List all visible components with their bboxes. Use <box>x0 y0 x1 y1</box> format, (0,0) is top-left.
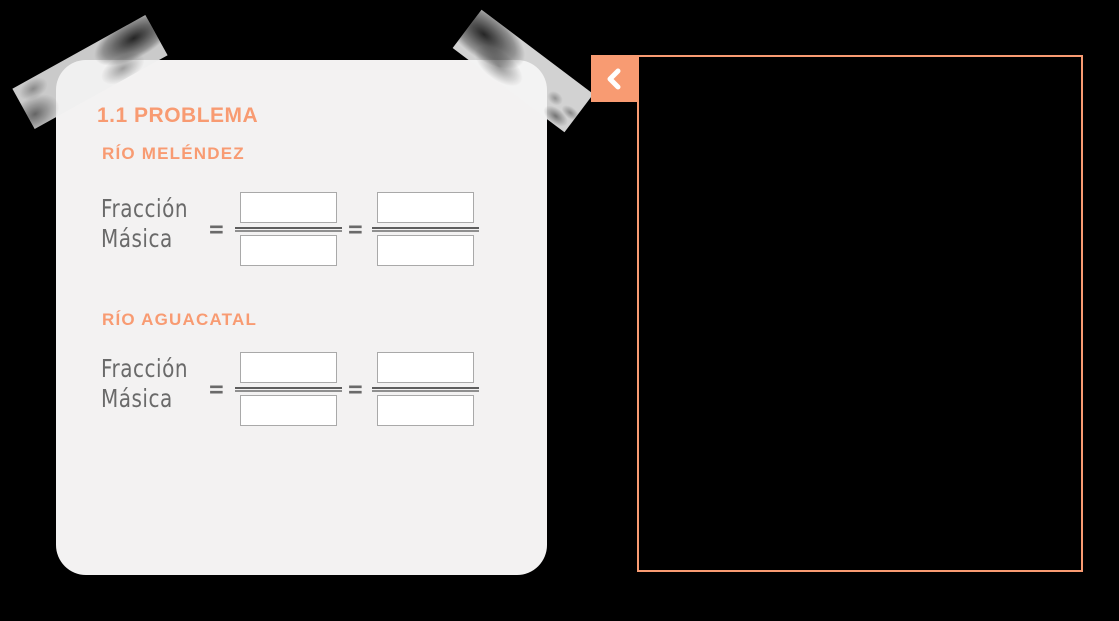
fraction-bar <box>235 387 342 392</box>
equals-sign: = <box>208 215 225 243</box>
numerator-input[interactable] <box>377 192 474 223</box>
fraction-group <box>372 192 479 266</box>
fraction-masica-label: Fracción Másica <box>101 193 211 253</box>
section-heading-aguacatal: RÍO AGUACATAL <box>102 310 258 329</box>
fraction-group <box>372 352 479 426</box>
equals-sign: = <box>347 375 364 403</box>
numerator-input[interactable] <box>377 352 474 383</box>
label-line-1: Fracción <box>101 353 188 383</box>
denominator-input[interactable] <box>240 235 337 266</box>
fraction-group <box>235 192 342 266</box>
equals-sign: = <box>208 375 225 403</box>
label-line-2: Másica <box>101 383 173 413</box>
chevron-left-icon <box>606 68 622 90</box>
fraction-masica-label: Fracción Másica <box>101 353 211 413</box>
fraction-bar <box>235 227 342 232</box>
side-panel <box>637 55 1083 572</box>
denominator-input[interactable] <box>377 395 474 426</box>
numerator-input[interactable] <box>240 352 337 383</box>
page-title: 1.1 PROBLEMA <box>97 104 259 127</box>
fraction-bar <box>372 387 479 392</box>
label-line-2: Másica <box>101 223 173 253</box>
fraction-bar <box>372 227 479 232</box>
denominator-input[interactable] <box>240 395 337 426</box>
fraction-group <box>235 352 342 426</box>
section-heading-melendez: RÍO MELÉNDEZ <box>102 144 245 163</box>
numerator-input[interactable] <box>240 192 337 223</box>
label-line-1: Fracción <box>101 193 188 223</box>
equals-sign: = <box>347 215 364 243</box>
collapse-panel-button[interactable] <box>591 55 637 102</box>
note-card: 1.1 PROBLEMA RÍO MELÉNDEZ Fracción Másic… <box>56 60 547 575</box>
denominator-input[interactable] <box>377 235 474 266</box>
